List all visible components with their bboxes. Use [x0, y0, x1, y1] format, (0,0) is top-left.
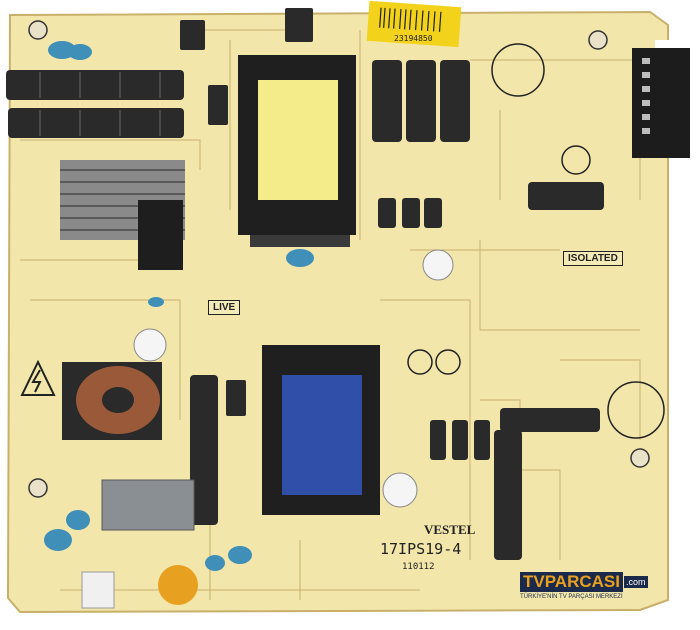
white-caps — [133, 249, 454, 508]
board-model-label: 17IPS19-4 — [380, 540, 462, 558]
isolated-label: ISOLATED — [563, 251, 623, 266]
input-connector — [81, 571, 115, 609]
cap-column-bottom-left — [190, 375, 522, 560]
live-label: LIVE — [208, 300, 241, 315]
transformer-bottom — [262, 345, 380, 515]
brand-silkscreen: VESTEL — [424, 522, 476, 537]
barcode-sticker — [366, 0, 462, 48]
board-date-label: 110112 — [402, 562, 435, 572]
transformer-top — [238, 55, 356, 247]
watermark-badge: TVPARCASI .com TÜRKİYE'NİN TV PARÇASI ME… — [520, 572, 660, 608]
cap-row-top-left — [6, 70, 184, 138]
mounting-holes — [28, 20, 650, 498]
cap-cluster-top-middle — [372, 60, 470, 142]
varistor-yellow — [158, 565, 198, 605]
watermark-tagline: TÜRKİYE'NİN TV PARÇASI MERKEZİ — [520, 594, 623, 600]
sticker-code: 23194850 — [394, 34, 433, 43]
warning-triangle-icon — [20, 359, 56, 396]
toroid-inductor — [62, 362, 162, 440]
ceramic-caps-blue — [44, 41, 314, 571]
watermark-suffix: .com — [624, 576, 648, 588]
x-capacitor — [101, 479, 195, 531]
small-components — [180, 8, 604, 460]
right-connector — [632, 48, 690, 158]
heatsink — [60, 160, 185, 270]
watermark-brand: TVPARCASI — [520, 572, 623, 592]
silkscreen-circles — [407, 43, 665, 439]
